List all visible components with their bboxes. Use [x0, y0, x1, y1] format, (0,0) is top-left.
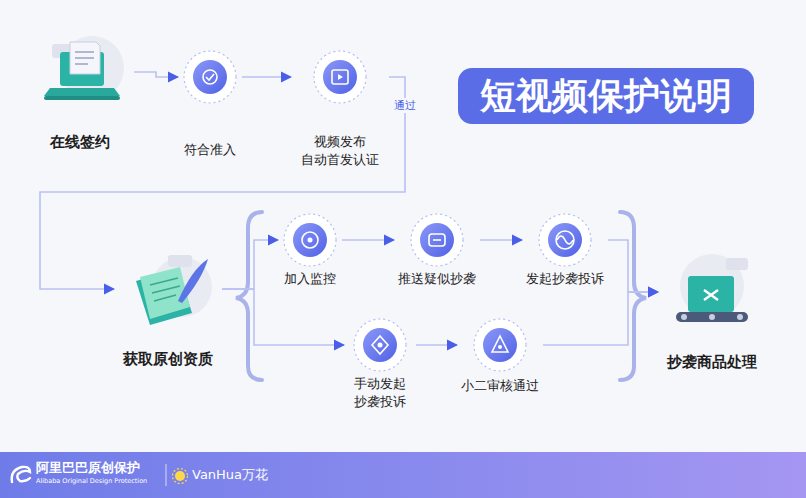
- certificate-illustration: [118, 247, 218, 331]
- node-label: 小二审核通过: [461, 377, 539, 395]
- stage-node: 在线签约: [26, 30, 134, 152]
- left-bracket: [236, 212, 262, 380]
- flow-connector: [342, 239, 394, 241]
- step-icon: [282, 212, 338, 268]
- step-icon: [472, 317, 528, 373]
- stage-node: 抄袭商品处理: [658, 250, 766, 372]
- flow-connector: [134, 72, 178, 77]
- edge-label: 通过: [392, 98, 418, 113]
- right-bracket: [620, 212, 646, 380]
- node-label: 加入监控: [284, 270, 336, 288]
- step-node: 小二审核通过: [457, 317, 543, 395]
- brand-label: Alibaba Original Design Protection: [36, 477, 147, 485]
- flow-connector: [242, 76, 291, 78]
- node-label: 发起抄袭投诉: [526, 270, 604, 288]
- title-badge: 短视频保护说明: [458, 68, 754, 124]
- node-label: 视频发布 自动首发认证: [295, 133, 385, 168]
- laptop-illustration: [30, 30, 130, 114]
- node-label: 符合准入: [184, 141, 236, 159]
- step-node: 推送疑似抄袭: [394, 212, 480, 288]
- flow-connector: [416, 344, 457, 346]
- brand-label: VanHua万花: [192, 466, 268, 484]
- step-node: 手动发起 抄袭投诉: [344, 317, 416, 410]
- step-node: 加入监控: [278, 212, 342, 288]
- node-label: 手动发起 抄袭投诉: [348, 375, 412, 410]
- flow-connector: [40, 77, 405, 289]
- step-icon: [352, 317, 408, 373]
- node-label: 在线签约: [50, 132, 110, 152]
- stage-node: 获取原创资质: [114, 247, 222, 369]
- step-icon: [182, 49, 238, 105]
- conveyor-illustration: [662, 250, 762, 334]
- flow-connector: [608, 240, 658, 292]
- step-node: 视频发布 自动首发认证: [291, 49, 389, 168]
- node-label: 获取原创资质: [123, 349, 213, 369]
- step-icon: [312, 49, 368, 105]
- brand-label: 阿里巴巴原创保护: [36, 459, 140, 477]
- flow-connector: [222, 289, 344, 345]
- step-node: 符合准入: [178, 49, 242, 159]
- node-label: 抄袭商品处理: [667, 352, 757, 372]
- step-node: 发起抄袭投诉: [522, 212, 608, 288]
- step-icon: [537, 212, 593, 268]
- flow-connector: [543, 292, 658, 345]
- step-icon: [409, 212, 465, 268]
- flow-connector: [480, 239, 522, 241]
- node-label: 推送疑似抄袭: [398, 270, 476, 288]
- flow-connector: [222, 240, 278, 289]
